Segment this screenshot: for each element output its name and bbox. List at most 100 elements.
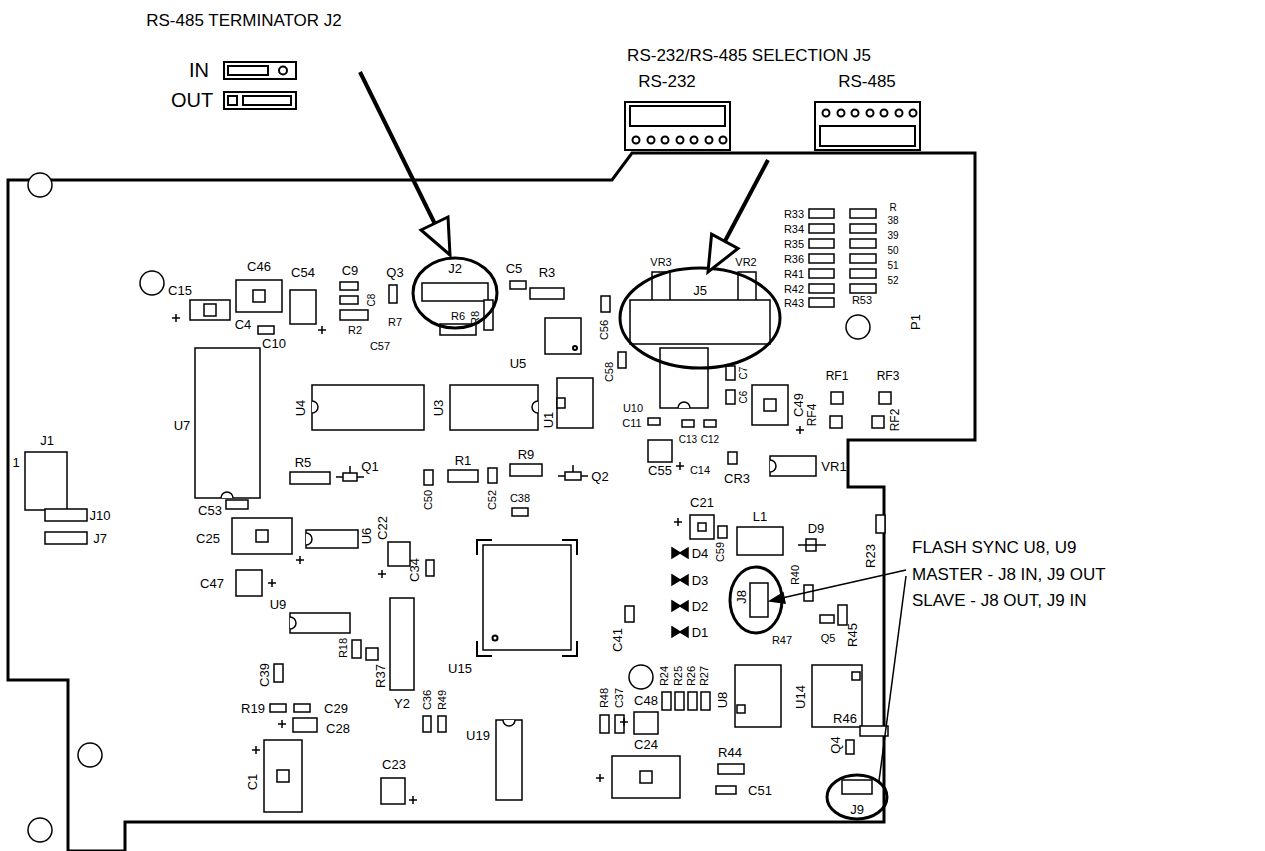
component-outline [565, 472, 581, 480]
component-outline [831, 392, 843, 404]
connector-symbol [838, 110, 845, 117]
component-outline [860, 726, 888, 736]
component-label: R26 [686, 666, 697, 686]
component-outline [850, 224, 876, 233]
component-label: C54 [291, 266, 315, 279]
component-label: U10 [623, 403, 643, 414]
component-label: R33 [784, 209, 804, 220]
component-label: Q5 [821, 633, 836, 644]
component-outline [809, 254, 834, 263]
component-label: 51 [887, 261, 898, 271]
component-label: R37 [374, 664, 387, 688]
ic-notch [770, 460, 776, 472]
annotation-text: FLASH SYNC U8, U9 [912, 539, 1076, 556]
component-label: C55 [648, 464, 672, 477]
component-label: C4 [235, 318, 252, 331]
component-outline [682, 420, 694, 427]
component-label: C57 [370, 341, 390, 352]
mounting-hole [78, 743, 102, 767]
component-label: R47 [772, 635, 792, 646]
component-label: 39 [887, 231, 898, 241]
component-label: VR2 [735, 257, 756, 268]
jumper-symbol [228, 66, 268, 75]
component-outline [716, 786, 736, 794]
callout-ellipse [620, 268, 780, 368]
annotation-text: IN [189, 60, 209, 80]
component-outline [306, 530, 358, 548]
component-outline [510, 464, 542, 476]
component-outline [690, 515, 714, 539]
component-outline [770, 456, 816, 476]
component-label: R3 [539, 266, 556, 279]
component-outline [232, 518, 292, 554]
ic-notch [221, 401, 776, 726]
component-label: R48 [599, 688, 610, 708]
component-label: D4 [692, 547, 709, 560]
component-label: R7 [388, 317, 402, 328]
connector-symbol [896, 110, 903, 117]
component-label: U7 [174, 419, 191, 432]
component-label: R23 [864, 544, 877, 568]
component-outline [274, 664, 283, 682]
transistor-symbol [558, 465, 588, 476]
component-label: C51 [748, 784, 772, 797]
component-label: U4 [294, 400, 307, 417]
component-outline [204, 304, 216, 316]
mounting-hole [629, 665, 653, 689]
connector-symbol [910, 110, 917, 117]
component-label: C22 [376, 516, 389, 540]
component-label: C49 [792, 393, 805, 417]
component-outline [850, 209, 876, 218]
component-label: U6 [360, 528, 373, 545]
component-label: U15 [448, 662, 472, 675]
component-outline [648, 418, 660, 425]
component-label: C6 [739, 391, 749, 404]
diode-symbol [672, 548, 688, 637]
connector-symbol [691, 137, 698, 144]
ic-notch [503, 720, 515, 726]
component-label: C56 [599, 320, 610, 340]
component-outline [340, 282, 358, 290]
component-label: C25 [196, 532, 220, 545]
component-label: R45 [846, 623, 859, 647]
leader-line [782, 570, 906, 598]
component-label: R27 [699, 666, 710, 686]
component-outline [850, 239, 876, 248]
component-outline [842, 780, 872, 794]
connector-symbol [720, 137, 727, 144]
mounting-hole [140, 271, 164, 295]
component-outline [838, 605, 847, 625]
component-outline [290, 290, 316, 324]
component-outline [381, 778, 405, 804]
component-outline [510, 281, 526, 289]
component-label: RF2 [889, 409, 901, 432]
transistor-symbol [336, 466, 364, 477]
board-outline [8, 153, 975, 851]
component-outline [195, 348, 260, 498]
component-label: C7 [739, 367, 749, 380]
connector-symbol [630, 106, 725, 126]
component-outline [422, 283, 488, 301]
component-outline [735, 665, 781, 727]
component-outline [820, 615, 834, 623]
component-outline [850, 254, 876, 263]
component-label: C58 [604, 362, 615, 382]
component-label: C5 [506, 262, 523, 275]
component-outline [701, 692, 710, 710]
jumper-symbol [224, 62, 296, 109]
component-outline [625, 606, 634, 622]
component-label: R9 [518, 448, 535, 461]
component-outline [737, 527, 783, 555]
mounting-hole [28, 173, 870, 842]
component-label: J1 [40, 434, 54, 447]
component-outline [726, 390, 735, 404]
component-label: C15 [168, 284, 192, 297]
polarity-mark [172, 314, 804, 804]
component-label: 50 [887, 246, 898, 256]
component-label: D9 [808, 522, 825, 535]
component-label: R49 [437, 690, 448, 710]
component-outline [601, 296, 610, 312]
component-label: Q3 [386, 266, 403, 279]
component-outline [809, 269, 834, 278]
component-label: R18 [338, 638, 349, 658]
